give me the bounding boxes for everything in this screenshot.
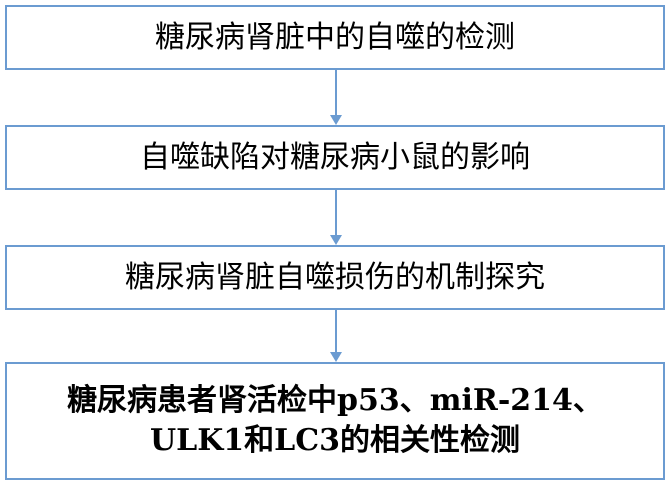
step-box-2: 自噬缺陷对糖尿病小鼠的影响 (5, 125, 665, 190)
step-box-3: 糖尿病肾脏自噬损伤的机制探究 (5, 245, 665, 310)
step-4-line-2: ULK1和LC3的相关性检测 (149, 423, 521, 458)
step-1-text: 糖尿病肾脏中的自噬的检测 (155, 19, 515, 55)
step-box-1: 糖尿病肾脏中的自噬的检测 (5, 5, 665, 70)
arrow-down-icon (330, 310, 342, 362)
step-box-4: 糖尿病患者肾活检中p53、miR-214、 ULK1和LC3的相关性检测 (5, 362, 665, 480)
step-2-text: 自噬缺陷对糖尿病小鼠的影响 (140, 139, 530, 175)
arrow-down-icon (330, 190, 342, 245)
arrow-down-icon (330, 70, 342, 125)
step-4-line-1: 糖尿病患者肾活检中p53、miR-214、 (67, 383, 603, 418)
step-3-text: 糖尿病肾脏自噬损伤的机制探究 (125, 259, 545, 295)
step-4-text: 糖尿病患者肾活检中p53、miR-214、 ULK1和LC3的相关性检测 (57, 381, 613, 461)
